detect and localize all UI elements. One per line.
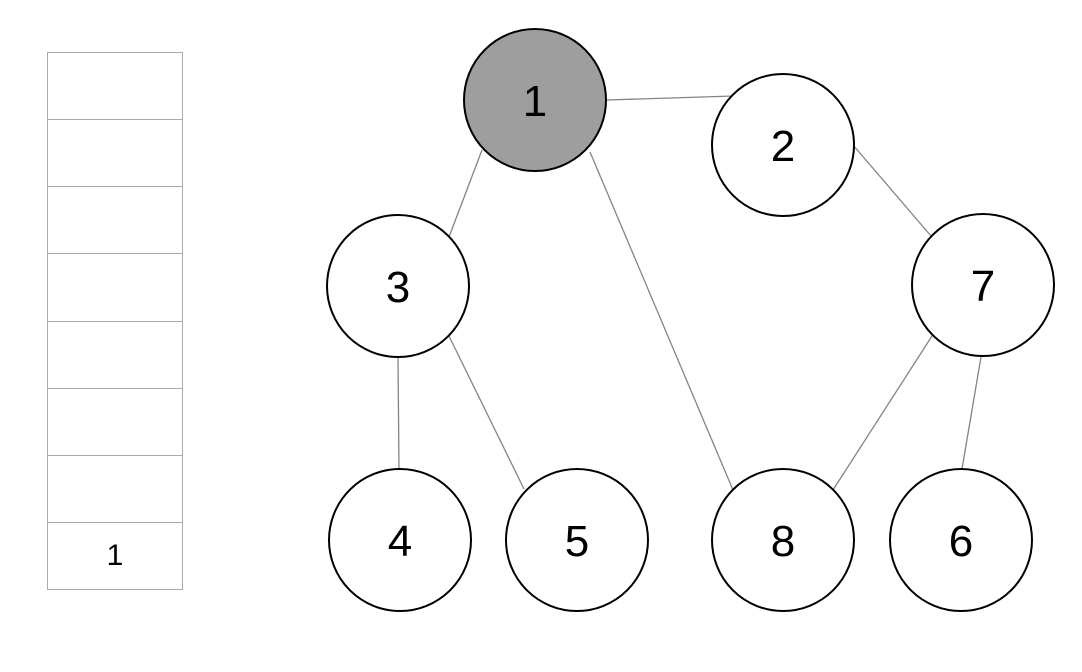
node-label-2: 2 [771, 122, 795, 171]
stack: 1 [47, 52, 183, 590]
node-circle-6[interactable] [889, 468, 1033, 612]
graph-node-8[interactable]: 8 [711, 468, 855, 612]
stack-cell-5 [48, 387, 182, 455]
node-circle-1-visited[interactable] [463, 28, 607, 172]
node-label-7: 7 [971, 262, 995, 311]
node-circle-3[interactable] [326, 214, 470, 358]
graph-node-6[interactable]: 6 [889, 468, 1033, 612]
stack-cell-7: 1 [48, 521, 182, 589]
stack-cell-6 [48, 454, 182, 522]
node-label-1: 1 [523, 77, 547, 126]
edge-3-4 [397, 356, 400, 470]
edge-2-7 [852, 144, 932, 237]
graph-node-5[interactable]: 5 [505, 468, 649, 612]
node-label-5: 5 [565, 517, 589, 566]
edge-1-8 [589, 151, 734, 491]
edge-1-3 [448, 149, 483, 238]
edge-1-2 [606, 95, 734, 101]
edge-7-6 [961, 356, 982, 470]
stack-cell-3 [48, 253, 182, 320]
graph-edges [397, 95, 982, 491]
node-circle-8[interactable] [711, 468, 855, 612]
stack-cell-1 [48, 119, 182, 186]
node-circle-4[interactable] [328, 468, 472, 612]
stack-cell-2 [48, 186, 182, 253]
node-circle-2[interactable] [711, 73, 855, 217]
node-label-8: 8 [771, 517, 795, 566]
graph-node-4[interactable]: 4 [328, 468, 472, 612]
node-circle-5[interactable] [505, 468, 649, 612]
graph-node-2[interactable]: 2 [711, 73, 855, 217]
node-circle-7[interactable] [911, 213, 1055, 357]
graph-node-7[interactable]: 7 [911, 213, 1055, 357]
node-label-4: 4 [388, 517, 412, 566]
edge-3-5 [447, 333, 525, 490]
node-label-6: 6 [949, 517, 973, 566]
graph-node-3[interactable]: 3 [326, 214, 470, 358]
node-label-3: 3 [386, 263, 410, 312]
graph-node-1[interactable]: 1 [463, 28, 607, 172]
graph-nodes: 1 2 3 4 5 6 7 8 [326, 28, 1055, 612]
stack-cell-4 [48, 320, 182, 388]
edge-7-8 [832, 335, 933, 491]
